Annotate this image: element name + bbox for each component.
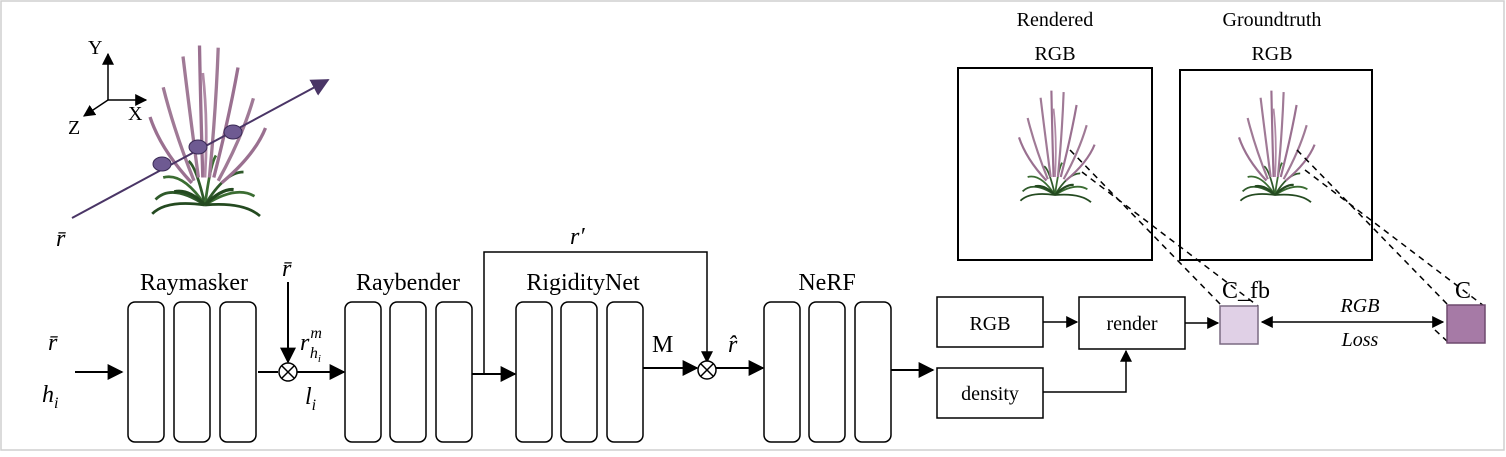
groundtruth-subtitle: RGB: [1251, 43, 1292, 65]
sample-point: [223, 124, 243, 140]
rendered-subtitle: RGB: [1034, 43, 1075, 65]
scene-ray-label: r̄: [56, 226, 66, 252]
c-pixel: [1446, 304, 1486, 344]
rigiditynet-layer: [515, 301, 553, 443]
scene-illustration: Y X Z r̄: [56, 37, 330, 252]
nerf-title: NeRF: [798, 270, 855, 296]
mask-label: M: [652, 332, 673, 358]
axis-x-label: X: [128, 103, 143, 125]
nerf-layer: [763, 301, 801, 443]
loss-subtitle: Loss: [1341, 329, 1379, 351]
raymasker-layer: [219, 301, 257, 443]
density-to-render-arrow: [1043, 349, 1132, 393]
projection-line: [1081, 171, 1259, 307]
groundtruth-title: Groundtruth: [1223, 9, 1322, 31]
projection-line: [1296, 149, 1450, 307]
raymasker-title: Raymasker: [140, 270, 248, 296]
nerf-layer: [854, 301, 892, 443]
rendered-title: Rendered: [1017, 9, 1094, 31]
projection-line: [1304, 169, 1485, 307]
nerf-module: NeRF: [763, 270, 892, 443]
axis-z-label: Z: [68, 117, 80, 139]
density-box-label: density: [961, 383, 1019, 405]
input-ray-label: r̄: [48, 330, 58, 356]
l-label: li: [305, 384, 316, 414]
nerf-layer: [808, 301, 846, 443]
c-label: C: [1455, 278, 1471, 304]
skip-connection: [483, 251, 713, 374]
render-box-label: render: [1106, 313, 1157, 335]
raymasker-layer: [127, 301, 165, 443]
top-ray-label: r̄: [282, 256, 292, 282]
multiply-operator: [278, 362, 298, 382]
groundtruth-image-frame: [1179, 69, 1373, 261]
raybender-layer: [435, 301, 473, 443]
rgb-box: [936, 296, 1044, 348]
coordinate-axes: Y X Z: [68, 37, 148, 139]
raybender-layer: [389, 301, 427, 443]
raybender-layer: [344, 301, 382, 443]
multiply-operator: [697, 360, 717, 380]
sample-point: [152, 156, 172, 172]
plant-image: [148, 43, 268, 218]
c-fb-label: C_fb: [1222, 278, 1270, 304]
render-box: [1078, 296, 1186, 350]
raybender-module: Raybender: [344, 270, 473, 443]
axis-y-label: Y: [88, 37, 102, 59]
c-fb-pixel: [1219, 305, 1259, 345]
density-box: [936, 367, 1044, 419]
raybender-title: Raybender: [356, 270, 460, 296]
rigiditynet-module: RigidityNet: [515, 270, 644, 443]
loss-title: RGB: [1340, 295, 1380, 317]
rigiditynet-layer: [606, 301, 644, 443]
rigiditynet-title: RigidityNet: [526, 270, 640, 296]
r-hat-label: r̂: [728, 332, 738, 358]
rgb-box-label: RGB: [969, 313, 1010, 335]
r-prime-label: r′: [570, 224, 585, 250]
sample-point: [188, 139, 208, 155]
raymasker-layer: [173, 301, 211, 443]
input-h-label: hi: [42, 382, 58, 412]
raymasker-module: Raymasker: [127, 270, 257, 443]
projection-line: [1069, 149, 1223, 307]
rigiditynet-layer: [560, 301, 598, 443]
